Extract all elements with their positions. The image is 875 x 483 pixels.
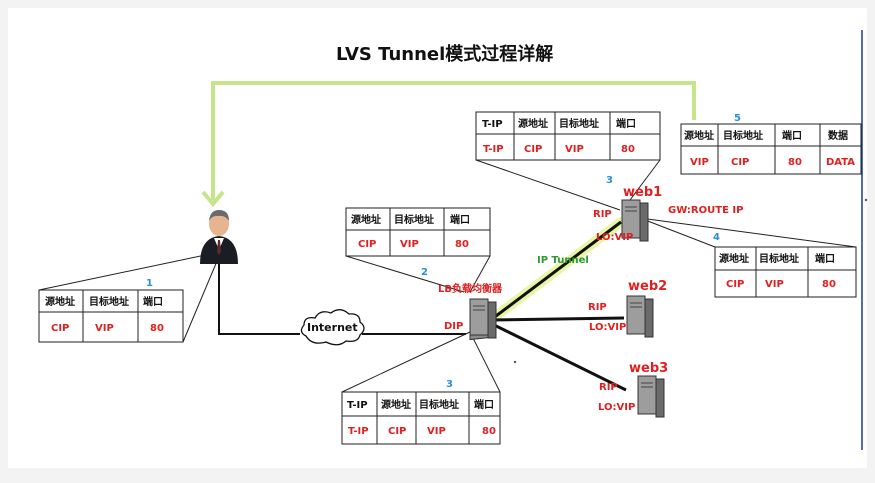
- callout-line: [639, 217, 716, 248]
- table-header: 源地址: [45, 295, 75, 308]
- table-header: 源地址: [684, 129, 714, 142]
- web3-rip-label: RIP: [599, 382, 618, 393]
- packet-table-1: 源地址 目标地址 端口 CIP VIP 80: [38, 289, 184, 343]
- table-header: T-IP: [482, 119, 503, 130]
- lb-web1-link: [487, 220, 622, 324]
- table-cell: CIP: [388, 426, 406, 437]
- table-cell: CIP: [731, 157, 749, 168]
- callout-line: [469, 255, 491, 293]
- table-header: 源地址: [381, 398, 411, 411]
- table-header: 端口: [143, 295, 163, 308]
- step-number-3-bottom: 3: [446, 379, 453, 390]
- web2-server-icon: [626, 295, 654, 338]
- web3-server-icon: [637, 375, 665, 418]
- return-path-arrow: [211, 81, 696, 200]
- callout-line: [475, 159, 621, 211]
- table-header: T-IP: [347, 400, 368, 411]
- table-cell: 80: [621, 144, 635, 155]
- lb-name-label: LB负载均衡器: [438, 282, 503, 295]
- ip-tunnel-label: IP Tunnel: [537, 255, 589, 266]
- client-link: [218, 263, 300, 335]
- return-arrowhead: [201, 190, 225, 208]
- table-header: 目标地址: [89, 295, 129, 308]
- table-header: 端口: [782, 129, 802, 142]
- dot-mark: [864, 198, 868, 202]
- table-cell: VIP: [565, 144, 584, 155]
- callout-line: [469, 331, 501, 393]
- dot-mark: [513, 360, 517, 364]
- packet-table-2: 源地址 目标地址 端口 CIP VIP 80: [345, 207, 491, 257]
- lb-server-icon: [469, 298, 497, 341]
- table-header: 端口: [474, 398, 494, 411]
- web2-lo-label: LO:VIP: [589, 322, 626, 333]
- table-cell: VIP: [765, 279, 784, 290]
- lb-dip-label: DIP: [444, 321, 463, 332]
- web2-name-label: web2: [628, 279, 667, 294]
- table-cell: VIP: [690, 157, 709, 168]
- table-header: 端口: [616, 117, 636, 130]
- table-cell: VIP: [95, 323, 114, 334]
- table-cell: 80: [455, 239, 469, 250]
- table-header: 目标地址: [723, 129, 763, 142]
- table-header: 端口: [815, 252, 835, 265]
- web3-name-label: web3: [629, 361, 668, 376]
- web2-rip-label: RIP: [588, 302, 607, 313]
- web1-rip-label: RIP: [593, 209, 612, 220]
- table-cell: 80: [788, 157, 802, 168]
- callout-line: [629, 159, 661, 201]
- table-cell: CIP: [726, 279, 744, 290]
- client-user-icon: [200, 210, 238, 264]
- table-cell: 80: [822, 279, 836, 290]
- table-cell: CIP: [524, 144, 542, 155]
- step-number-4: 4: [713, 232, 720, 243]
- step-number-3-top: 3: [606, 175, 613, 186]
- step-number-5: 5: [734, 113, 741, 124]
- table-header: 目标地址: [759, 252, 799, 265]
- table-header: 端口: [450, 213, 470, 226]
- callout-line: [38, 253, 211, 291]
- callout-line: [341, 331, 471, 393]
- packet-table-3-bottom: T-IP 源地址 目标地址 端口 T-IP CIP VIP 80: [341, 391, 501, 445]
- callout-line: [345, 255, 465, 293]
- web3-lo-label: LO:VIP: [598, 402, 635, 413]
- table-cell: DATA: [826, 157, 855, 168]
- packet-table-3-top: T-IP 源地址 目标地址 端口 T-IP CIP VIP 80: [475, 111, 661, 161]
- table-header: 目标地址: [419, 398, 459, 411]
- table-header: 源地址: [518, 117, 548, 130]
- callout-line: [639, 217, 857, 248]
- diagram-title: LVS Tunnel模式过程详解: [336, 43, 553, 65]
- table-cell: CIP: [51, 323, 69, 334]
- table-cell: 80: [150, 323, 164, 334]
- table-cell: CIP: [358, 239, 376, 250]
- web1-server-icon: [621, 199, 649, 242]
- table-header: 目标地址: [559, 117, 599, 130]
- web1-name-label: web1: [623, 185, 662, 200]
- table-cell: 80: [482, 426, 496, 437]
- internet-cloud-icon: [300, 309, 365, 346]
- table-cell: T-IP: [348, 426, 369, 437]
- web1-lo-label: LO:VIP: [596, 232, 633, 243]
- table-header: 源地址: [719, 252, 749, 265]
- packet-table-5: 源地址 目标地址 端口 数据 VIP CIP 80 DATA: [680, 123, 862, 175]
- step-number-2: 2: [421, 267, 428, 278]
- table-cell: VIP: [427, 426, 446, 437]
- packet-table-4: 源地址 目标地址 端口 CIP VIP 80: [714, 246, 857, 298]
- lb-web3-link: [487, 320, 627, 392]
- step-number-1: 1: [146, 278, 153, 289]
- internet-label: Internet: [307, 321, 358, 334]
- table-cell: T-IP: [483, 144, 504, 155]
- web1-gw-label: GW:ROUTE IP: [668, 205, 743, 216]
- table-header: 数据: [828, 129, 848, 142]
- lb-web2-link: [489, 316, 625, 322]
- table-header: 源地址: [351, 213, 381, 226]
- table-cell: VIP: [400, 239, 419, 250]
- callout-line: [182, 253, 221, 343]
- table-header: 目标地址: [394, 213, 434, 226]
